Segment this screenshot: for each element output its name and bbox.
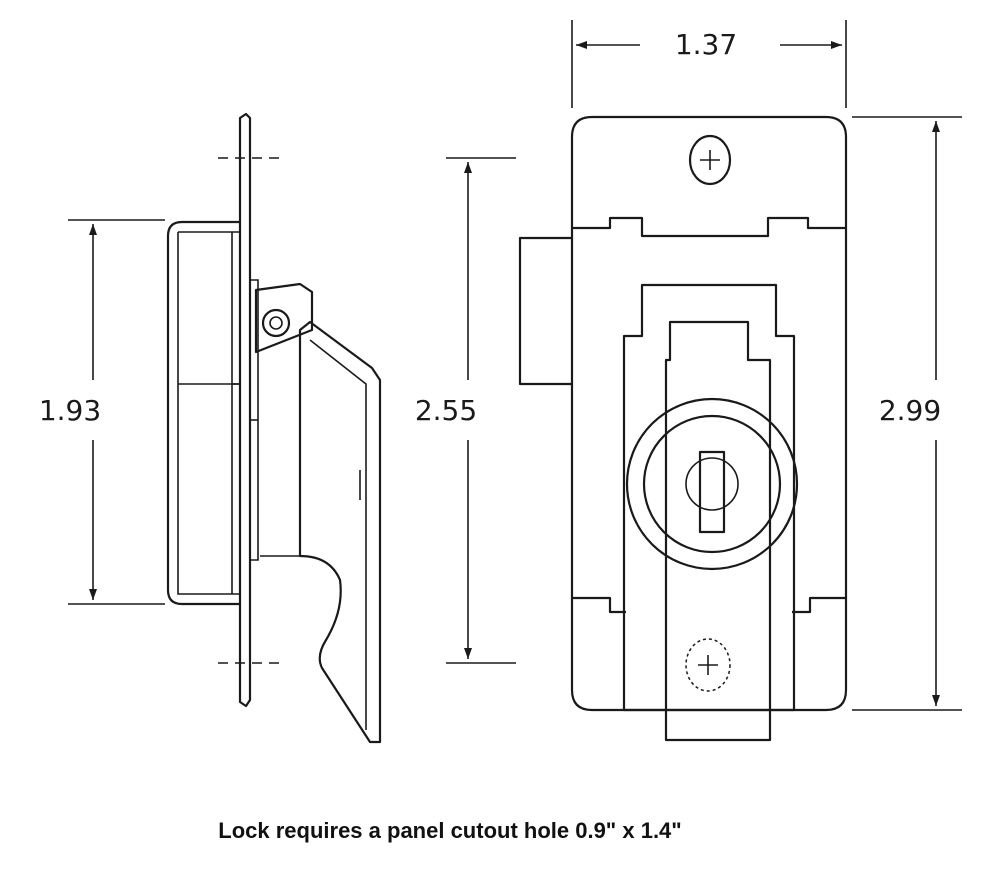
dimension-1-37: 1.37 xyxy=(571,20,847,108)
dimension-1-93: 1.93 xyxy=(39,219,165,605)
front-view xyxy=(518,115,848,742)
dimension-label-2-55: 2.55 xyxy=(415,394,477,427)
dimension-2-55: 2.55 xyxy=(415,157,516,664)
dimension-2-99: 2.99 xyxy=(852,116,962,711)
cutout-caption: Lock requires a panel cutout hole 0.9" x… xyxy=(218,818,682,843)
dimension-label-1-93: 1.93 xyxy=(39,394,101,427)
side-view xyxy=(166,112,382,744)
dimension-label-2-99: 2.99 xyxy=(879,394,941,427)
dimension-label-1-37: 1.37 xyxy=(675,28,737,61)
